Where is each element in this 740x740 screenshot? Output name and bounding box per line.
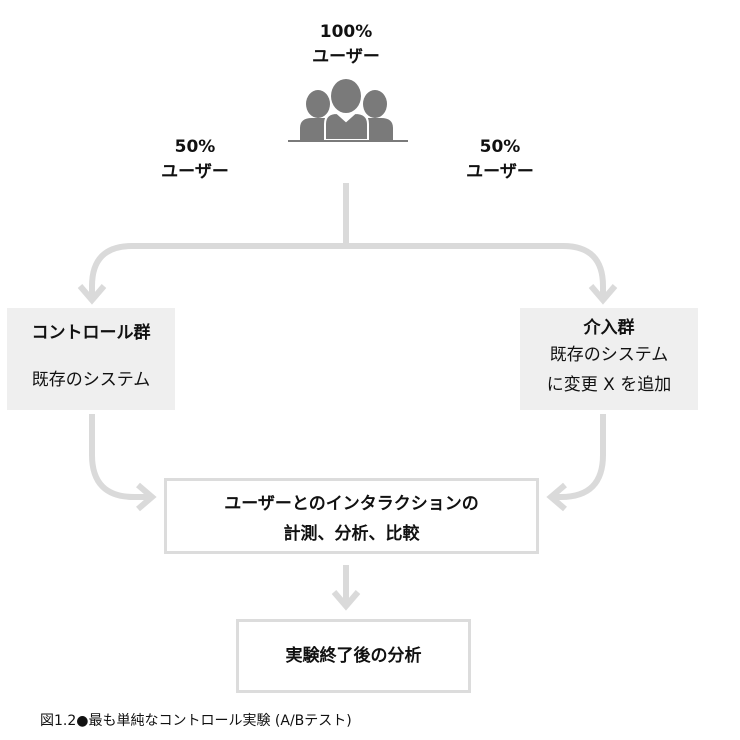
arrow-down-right-icon bbox=[588, 284, 618, 305]
arrow-down-left-icon bbox=[77, 284, 107, 305]
treatment-desc-line1: 既存のシステム bbox=[549, 345, 669, 365]
arrow-right-icon bbox=[136, 482, 157, 512]
right-percent: 50% bbox=[479, 137, 521, 157]
control-group-title: コントロール群 bbox=[31, 323, 151, 343]
left-percent: 50% bbox=[174, 137, 216, 157]
right-users-text: ユーザー bbox=[466, 162, 534, 182]
control-group-desc: 既存のシステム bbox=[31, 370, 151, 390]
right-to-measure-line bbox=[553, 414, 606, 500]
branch-right-line bbox=[346, 243, 606, 298]
measure-box: ユーザーとのインタラクションの 計測、分析、比較 bbox=[164, 478, 539, 554]
total-users-label: 100% ユーザー bbox=[286, 20, 406, 70]
right-split-label: 50% ユーザー bbox=[440, 135, 560, 185]
arrow-down-center-icon bbox=[331, 590, 361, 611]
control-group-box: コントロール群 既存のシステム bbox=[7, 308, 175, 410]
measure-line2: 計測、分析、比較 bbox=[283, 524, 420, 544]
treatment-group-box: 介入群 既存のシステム に変更 X を追加 bbox=[520, 308, 698, 410]
analysis-box: 実験終了後の分析 bbox=[236, 619, 471, 693]
total-users-text: ユーザー bbox=[312, 47, 380, 67]
treatment-group-title: 介入群 bbox=[583, 318, 635, 338]
measure-line1: ユーザーとのインタラクションの bbox=[224, 494, 479, 514]
left-to-measure-line bbox=[89, 414, 150, 500]
left-users-text: ユーザー bbox=[161, 162, 229, 182]
arrow-left-icon bbox=[546, 482, 567, 512]
left-split-label: 50% ユーザー bbox=[135, 135, 255, 185]
analysis-text: 実験終了後の分析 bbox=[285, 646, 422, 666]
treatment-desc-line2: に変更 X を追加 bbox=[546, 375, 672, 395]
total-percent: 100% bbox=[319, 22, 373, 42]
branch-left-line bbox=[89, 243, 346, 298]
figure-caption: 図1.2●最も単純なコントロール実験 (A/Bテスト) bbox=[40, 713, 352, 729]
